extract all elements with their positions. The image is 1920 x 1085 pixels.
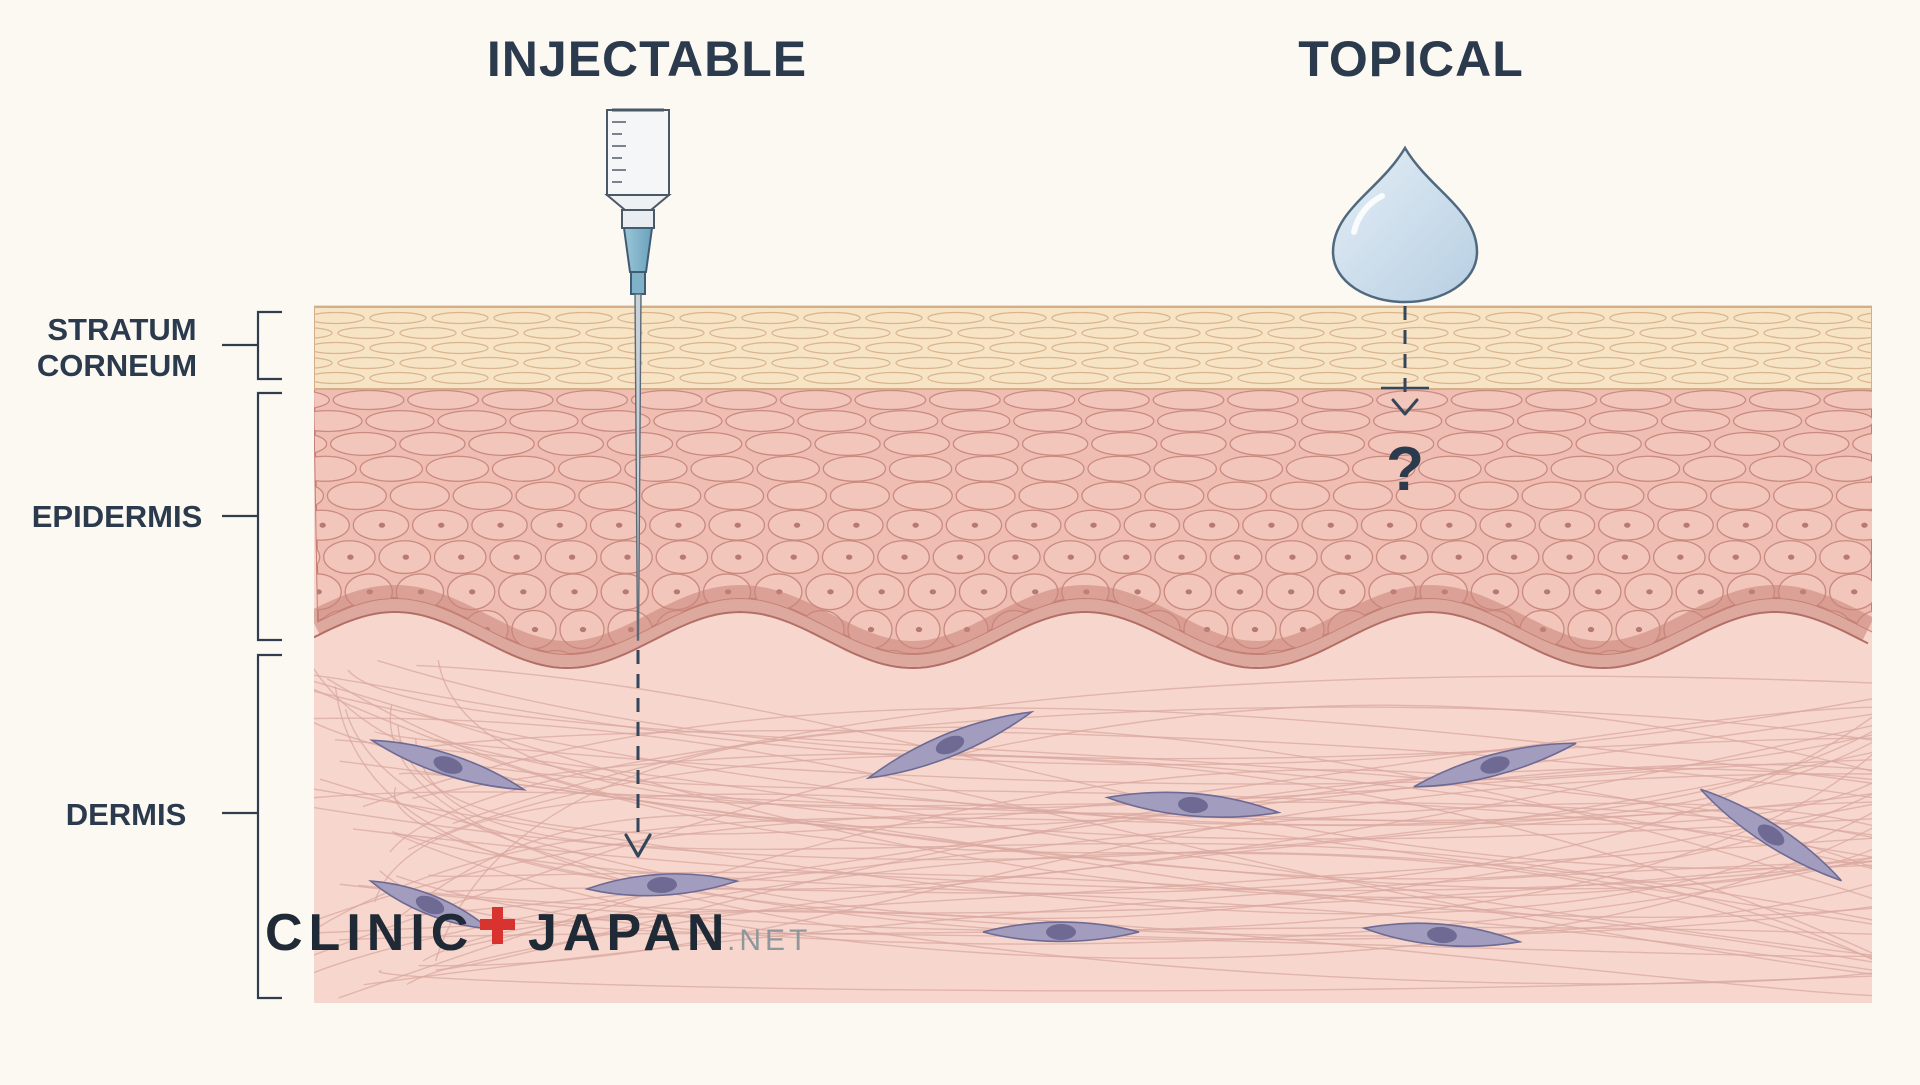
basal-layer bbox=[314, 584, 1872, 668]
brand-suffix: .NET bbox=[727, 924, 811, 957]
epidermis-bracket bbox=[222, 391, 282, 642]
topical-question-mark: ? bbox=[1386, 435, 1424, 504]
dermis-bracket bbox=[222, 653, 282, 1000]
epidermis-cells bbox=[314, 389, 1872, 654]
topical-arrowhead bbox=[1391, 398, 1419, 416]
fibroblast-cell-icon bbox=[369, 739, 528, 791]
fibroblast-cell-icon bbox=[865, 710, 1035, 780]
fibroblast-cell-icon bbox=[1413, 742, 1577, 788]
dermis-label: DERMIS bbox=[66, 797, 187, 832]
stratum-corneum-bracket bbox=[222, 310, 282, 381]
droplet-icon bbox=[1331, 145, 1479, 304]
brand-watermark: CLINIC JAPAN .NET bbox=[265, 904, 811, 962]
brand-name-part1: CLINIC bbox=[265, 904, 474, 962]
medical-cross-icon bbox=[480, 907, 515, 944]
stratum-corneum-label-line1: STRATUM bbox=[47, 312, 196, 347]
fibroblast-cell-icon bbox=[1104, 791, 1282, 818]
fibroblast-cell-icon bbox=[1699, 788, 1843, 882]
fibroblast-cell-icon bbox=[1361, 922, 1523, 948]
collagen-fibers bbox=[314, 659, 1872, 999]
topical-heading: TOPICAL bbox=[1298, 31, 1524, 87]
syringe-icon bbox=[604, 108, 672, 641]
layer-labels: STRATUM CORNEUM EPIDERMIS DERMIS bbox=[32, 310, 282, 1000]
epidermis-label: EPIDERMIS bbox=[32, 499, 203, 534]
injectable-arrowhead bbox=[624, 833, 652, 858]
stratum-corneum-layer bbox=[314, 306, 1872, 390]
basal-membrane bbox=[314, 610, 1869, 670]
injectable-heading: INJECTABLE bbox=[487, 31, 807, 87]
fibroblast-cells bbox=[368, 710, 1843, 948]
stratum-corneum-label-line2: CORNEUM bbox=[37, 348, 197, 383]
stratum-corneum-cells bbox=[314, 311, 1872, 385]
brand-name-part2: JAPAN bbox=[528, 904, 730, 962]
fibroblast-cell-icon bbox=[584, 873, 740, 897]
skin-cross-section bbox=[314, 305, 1872, 1003]
fibroblast-cell-icon bbox=[368, 880, 492, 931]
fibroblast-cell-icon bbox=[982, 921, 1140, 943]
